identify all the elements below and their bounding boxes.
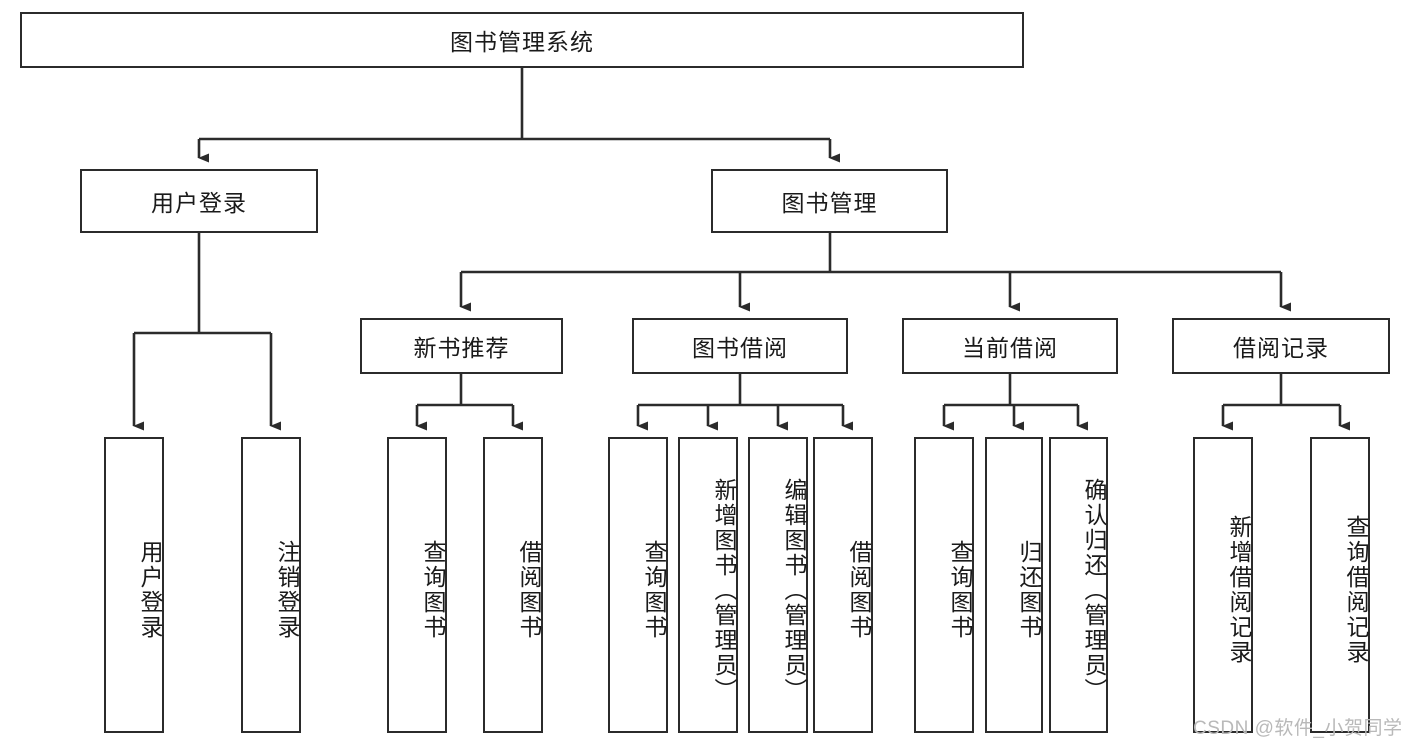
- node-borrow-record-label: 借阅记录: [1233, 335, 1329, 361]
- node-leaf-borrow-book-2-label: 借阅图书: [846, 540, 872, 640]
- node-book-borrow[interactable]: 图书借阅: [632, 318, 848, 374]
- node-leaf-borrow-book-1[interactable]: 借阅图书: [483, 437, 543, 733]
- node-root-label: 图书管理系统: [450, 29, 594, 55]
- node-leaf-edit-book-label: 编辑图书（管理员）: [781, 477, 807, 703]
- node-leaf-query-book-3[interactable]: 查询图书: [914, 437, 974, 733]
- node-leaf-query-record-label: 查询借阅记录: [1343, 515, 1369, 665]
- node-borrow-record[interactable]: 借阅记录: [1172, 318, 1390, 374]
- node-leaf-logout-label: 注销登录: [274, 540, 300, 640]
- node-leaf-add-record[interactable]: 新增借阅记录: [1193, 437, 1253, 733]
- node-leaf-query-book-1[interactable]: 查询图书: [387, 437, 447, 733]
- node-leaf-confirm-return-label: 确认归还（管理员）: [1081, 477, 1107, 703]
- node-leaf-query-record[interactable]: 查询借阅记录: [1310, 437, 1370, 733]
- node-leaf-query-book-2-label: 查询图书: [641, 540, 667, 640]
- node-leaf-user-login-label: 用户登录: [137, 540, 163, 640]
- node-leaf-add-book[interactable]: 新增图书（管理员）: [678, 437, 738, 733]
- watermark: CSDN @软件_小贺同学: [1193, 718, 1403, 739]
- node-book-borrow-label: 图书借阅: [692, 335, 788, 361]
- node-current-borrow-label: 当前借阅: [962, 335, 1058, 361]
- node-leaf-query-book-3-label: 查询图书: [947, 540, 973, 640]
- node-book-manage[interactable]: 图书管理: [711, 169, 948, 233]
- node-current-borrow[interactable]: 当前借阅: [902, 318, 1118, 374]
- node-leaf-return-book[interactable]: 归还图书: [985, 437, 1043, 733]
- node-leaf-query-book-2[interactable]: 查询图书: [608, 437, 668, 733]
- node-leaf-logout[interactable]: 注销登录: [241, 437, 301, 733]
- node-book-manage-label: 图书管理: [781, 190, 878, 216]
- node-leaf-add-book-label: 新增图书（管理员）: [711, 477, 737, 703]
- node-leaf-edit-book[interactable]: 编辑图书（管理员）: [748, 437, 808, 733]
- node-root[interactable]: 图书管理系统: [20, 12, 1024, 68]
- node-new-book-rec-label: 新书推荐: [413, 335, 510, 361]
- node-new-book-rec[interactable]: 新书推荐: [360, 318, 563, 374]
- node-leaf-borrow-book-2[interactable]: 借阅图书: [813, 437, 873, 733]
- node-leaf-borrow-book-1-label: 借阅图书: [516, 540, 542, 640]
- node-leaf-confirm-return[interactable]: 确认归还（管理员）: [1049, 437, 1108, 733]
- node-leaf-add-record-label: 新增借阅记录: [1226, 515, 1252, 665]
- node-leaf-query-book-1-label: 查询图书: [420, 540, 446, 640]
- node-leaf-user-login[interactable]: 用户登录: [104, 437, 164, 733]
- node-user-login-label: 用户登录: [151, 190, 247, 216]
- node-leaf-return-book-label: 归还图书: [1016, 540, 1042, 640]
- node-user-login[interactable]: 用户登录: [80, 169, 318, 233]
